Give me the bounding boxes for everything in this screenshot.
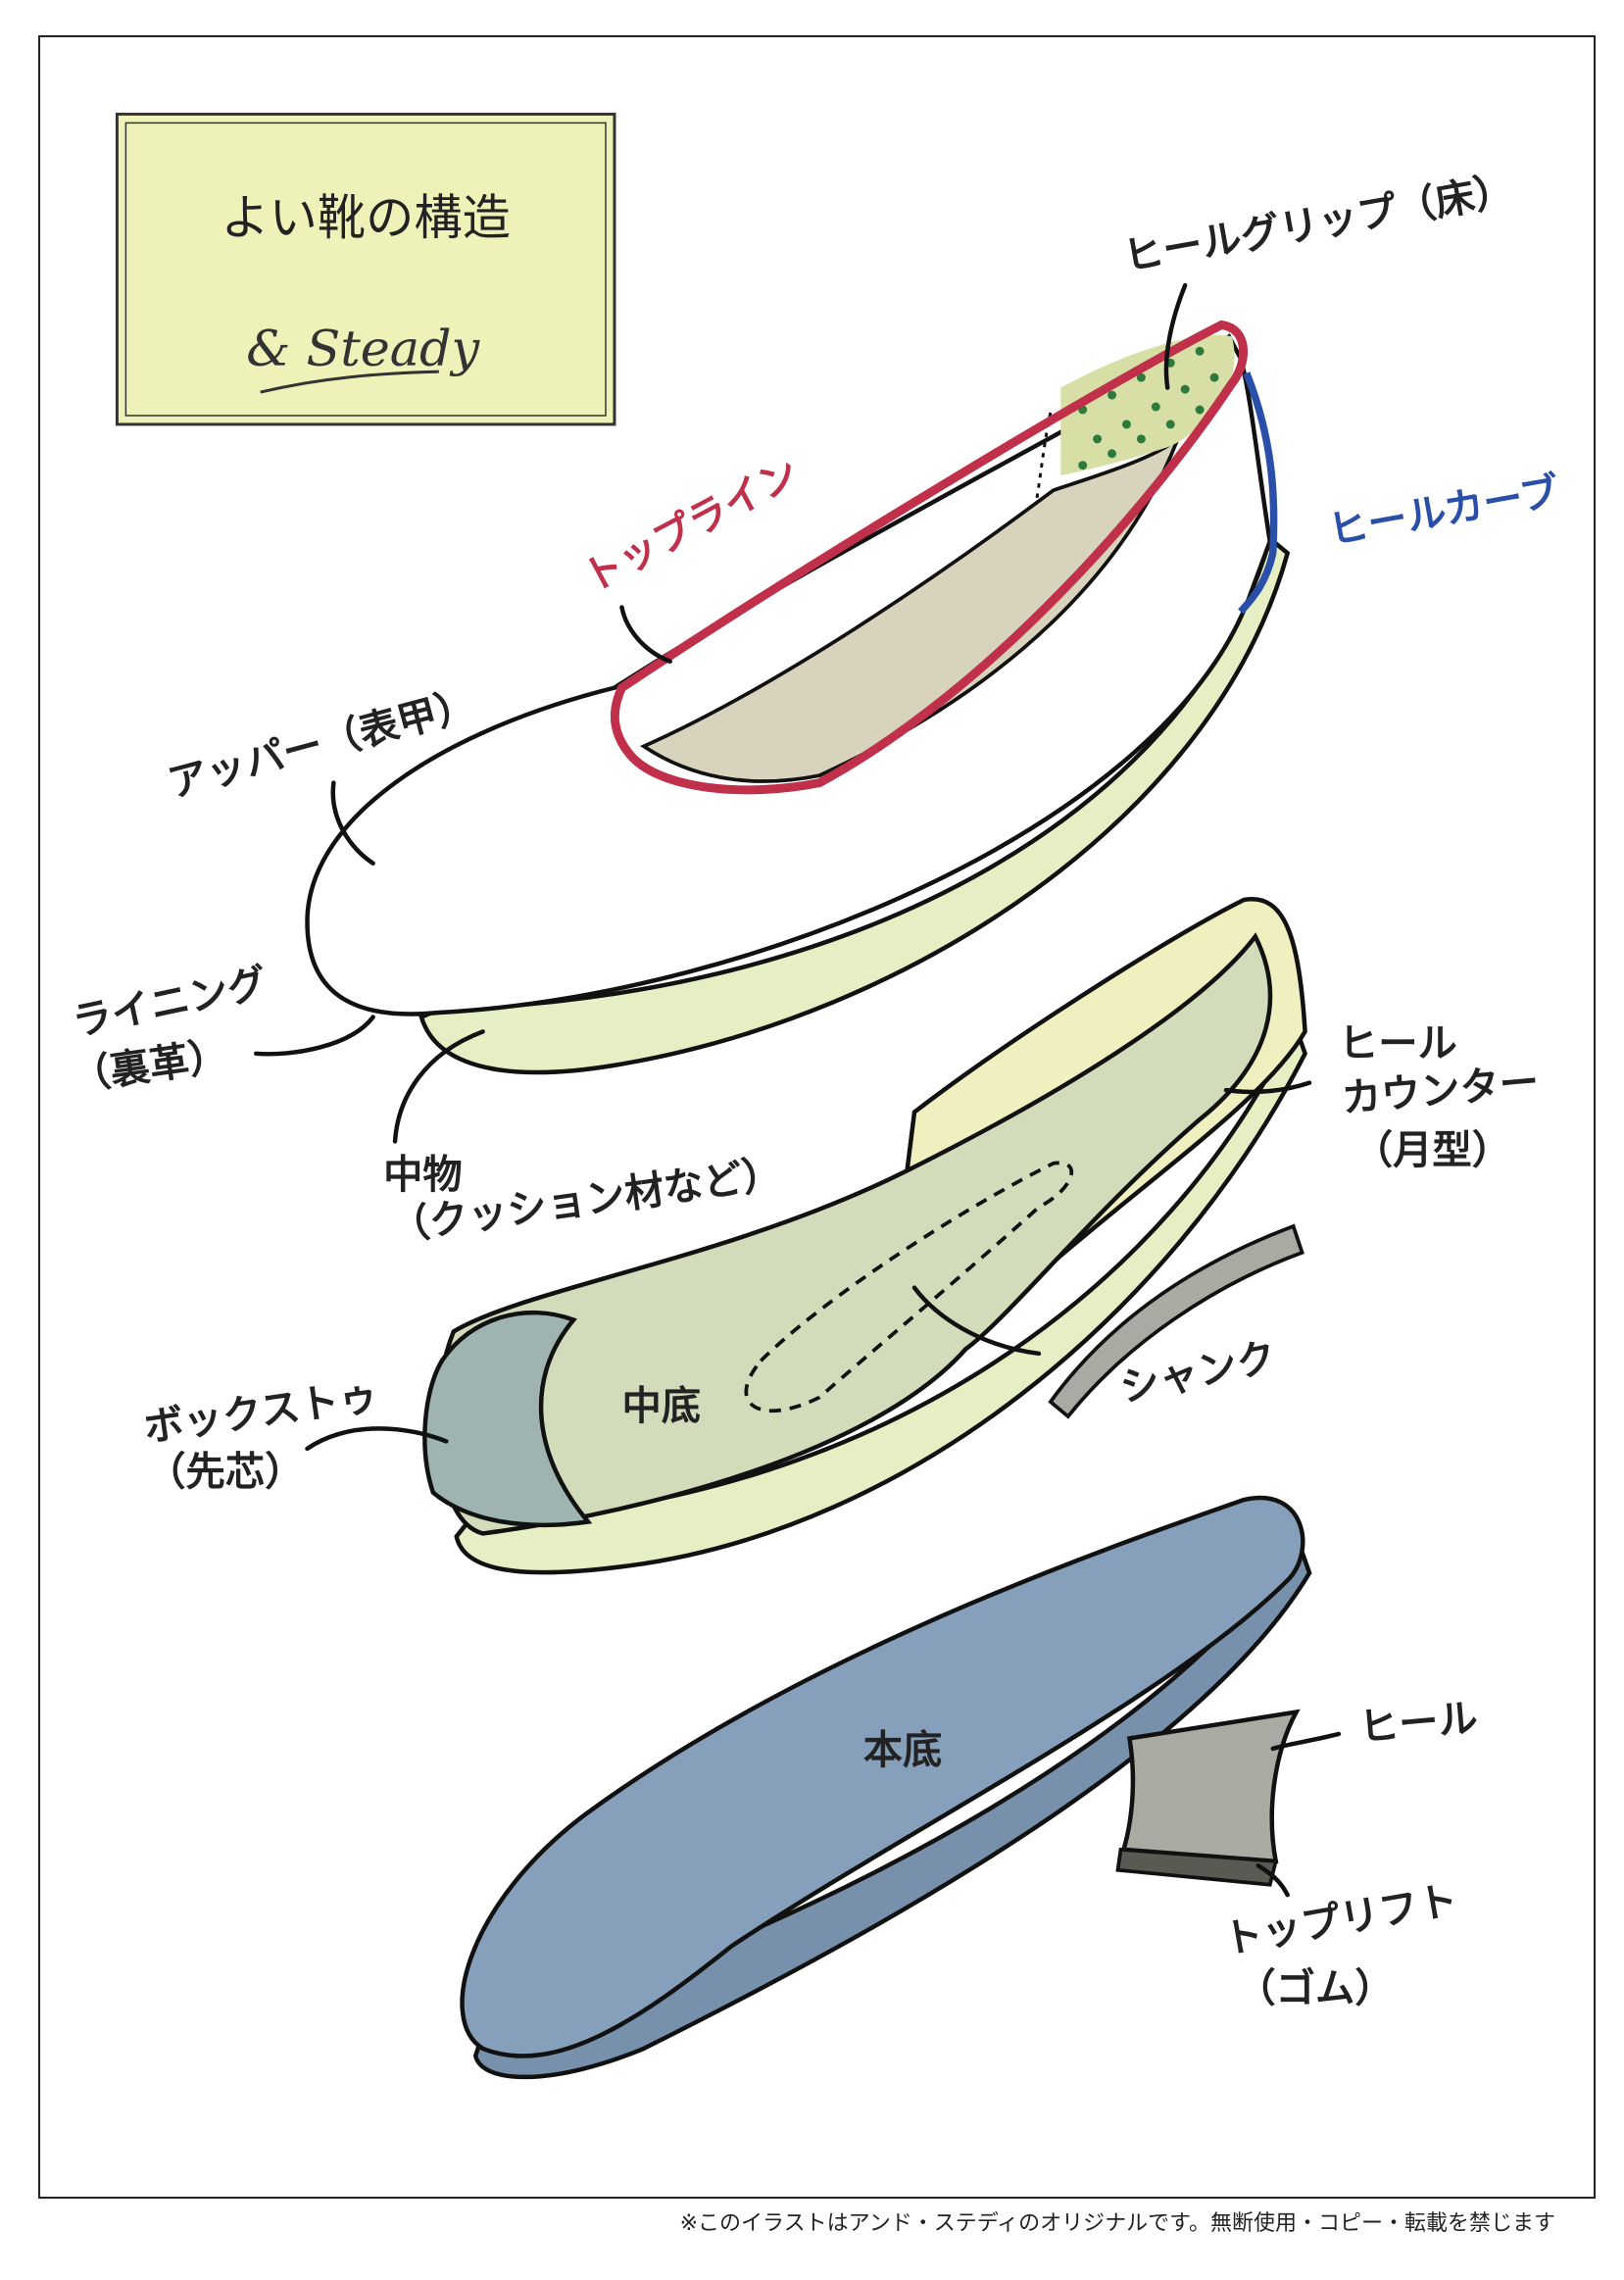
label-filler: 中物 bbox=[383, 1152, 463, 1198]
outsole-shape bbox=[460, 1495, 1305, 2058]
copyright-footer: ※このイラストはアンド・ステディのオリジナルです。無断使用・コピー・転載を禁じま… bbox=[679, 2211, 1555, 2236]
label-heel-counter-sub: （月型） bbox=[1353, 1127, 1511, 1173]
title-box: よい靴の構造 & Steady bbox=[115, 112, 616, 426]
heel-block bbox=[1120, 1709, 1301, 1864]
upper-shoe bbox=[305, 320, 1291, 1075]
box-toe-shape bbox=[422, 1310, 593, 1528]
topline-outline bbox=[610, 320, 1248, 795]
shank-shape bbox=[1048, 1223, 1304, 1419]
page-title: よい靴の構造 bbox=[221, 189, 511, 246]
insole-assembly bbox=[422, 897, 1308, 1575]
label-box-toe-sub: （先芯） bbox=[146, 1449, 304, 1495]
label-outsole: 本底 bbox=[863, 1727, 943, 1773]
heel-curve-line bbox=[1238, 372, 1278, 615]
outsole-assembly bbox=[460, 1495, 1312, 2080]
leader-lines bbox=[254, 282, 1342, 1898]
label-heel-counter: ヒール bbox=[1339, 1020, 1457, 1066]
label-heel: ヒール bbox=[1357, 1695, 1480, 1751]
top-lift-shape bbox=[1115, 1847, 1279, 1887]
footprint-dashed bbox=[744, 1161, 1073, 1413]
steady-logo: & Steady bbox=[246, 320, 480, 377]
label-insole: 中底 bbox=[621, 1383, 701, 1429]
heel-grip-dots bbox=[1078, 346, 1219, 471]
label-top-lift-sub: （ゴム） bbox=[1236, 1965, 1394, 2011]
heel-grip-patch bbox=[1060, 334, 1235, 476]
logo-underline bbox=[260, 370, 439, 394]
